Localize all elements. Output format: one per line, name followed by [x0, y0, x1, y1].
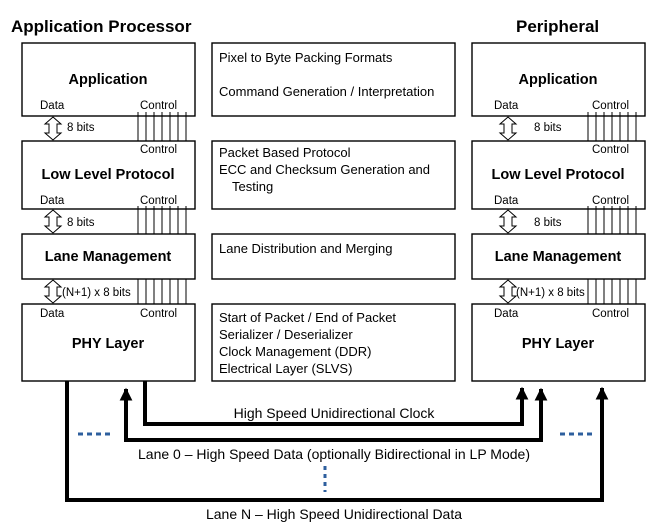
left-app-data-label: Data	[40, 100, 65, 112]
right-application-box	[471, 42, 646, 117]
right-control-bus	[587, 112, 637, 304]
right-phy-box	[471, 303, 646, 382]
desc-llp-line-2: ECC and Checksum Generation and	[219, 162, 430, 177]
right-lane-title: Lane Management	[495, 249, 622, 265]
clock-link	[143, 381, 529, 426]
left-phy-box	[21, 303, 196, 382]
left-bus-width-3: (N+1) x 8 bits	[62, 287, 131, 299]
left-stack: Application Data Control Control Low Lev…	[21, 42, 196, 382]
right-bus-width-2: 8 bits	[534, 217, 562, 229]
right-phy-title: PHY Layer	[522, 336, 595, 352]
application-processor-title: Application Processor	[11, 17, 192, 36]
left-application-title: Application	[69, 72, 148, 88]
laneN-link	[65, 381, 609, 502]
desc-phy-box	[211, 303, 456, 382]
desc-application-line-2: Command Generation / Interpretation	[219, 84, 434, 99]
right-data-arrow	[498, 279, 518, 304]
left-llp-box	[21, 140, 196, 210]
right-llp-box	[471, 140, 646, 210]
lane0-link-label: Lane 0 – High Speed Data (optionally Bid…	[138, 446, 530, 462]
phy-links: High Speed Unidirectional Clock Lane 0 –…	[65, 381, 609, 522]
desc-lane-line-1: Lane Distribution and Merging	[219, 241, 392, 256]
left-lane-title: Lane Management	[45, 249, 172, 265]
left-phy-data-label: Data	[40, 308, 65, 320]
right-stack: Application Data Control Control Low Lev…	[471, 42, 646, 382]
left-data-arrow	[43, 116, 63, 141]
laneN-link-label: Lane N – High Speed Unidirectional Data	[206, 506, 462, 522]
left-llp-data-label: Data	[40, 195, 65, 207]
left-bus-width-1: 8 bits	[67, 122, 95, 134]
right-phy-control-label: Control	[592, 308, 629, 320]
desc-llp-box	[211, 140, 456, 210]
desc-llp-line-3: Testing	[232, 179, 273, 194]
left-application-box	[21, 42, 196, 117]
desc-application-line-1: Pixel to Byte Packing Formats	[219, 50, 393, 65]
desc-phy-line-2: Serializer / Deserializer	[219, 327, 353, 342]
right-llp-control-label: Control	[592, 195, 629, 207]
left-data-arrow	[43, 279, 63, 304]
left-data-bus	[43, 116, 63, 304]
right-llp-control-top-label: Control	[592, 144, 629, 156]
desc-application-box	[211, 42, 456, 117]
lane0-link	[119, 387, 548, 442]
left-lane-box	[21, 233, 196, 280]
left-llp-control-top-label: Control	[140, 144, 177, 156]
clock-link-label: High Speed Unidirectional Clock	[234, 405, 436, 421]
right-app-control-label: Control	[592, 100, 629, 112]
left-phy-title: PHY Layer	[72, 336, 145, 352]
left-phy-control-label: Control	[140, 308, 177, 320]
right-bus-width-3: (N+1) x 8 bits	[516, 287, 585, 299]
description-column: Pixel to Byte Packing Formats Command Ge…	[211, 42, 456, 382]
right-data-bus	[498, 116, 518, 304]
right-data-arrow	[498, 116, 518, 141]
right-data-arrow	[498, 209, 518, 234]
right-app-data-label: Data	[494, 100, 519, 112]
desc-lane-box	[211, 233, 456, 280]
right-bus-width-1: 8 bits	[534, 122, 562, 134]
peripheral-title: Peripheral	[516, 17, 599, 36]
desc-llp-line-1: Packet Based Protocol	[219, 145, 351, 160]
left-bus-width-2: 8 bits	[67, 217, 95, 229]
right-llp-title: Low Level Protocol	[492, 167, 625, 183]
right-llp-data-label: Data	[494, 195, 519, 207]
desc-phy-line-4: Electrical Layer (SLVS)	[219, 361, 352, 376]
right-lane-box	[471, 233, 646, 280]
left-app-control-label: Control	[140, 100, 177, 112]
left-llp-title: Low Level Protocol	[42, 167, 175, 183]
right-application-title: Application	[519, 72, 598, 88]
left-data-arrow	[43, 209, 63, 234]
desc-phy-line-3: Clock Management (DDR)	[219, 344, 371, 359]
right-phy-data-label: Data	[494, 308, 519, 320]
desc-phy-line-1: Start of Packet / End of Packet	[219, 310, 396, 325]
left-llp-control-label: Control	[140, 195, 177, 207]
left-control-bus	[137, 112, 187, 304]
